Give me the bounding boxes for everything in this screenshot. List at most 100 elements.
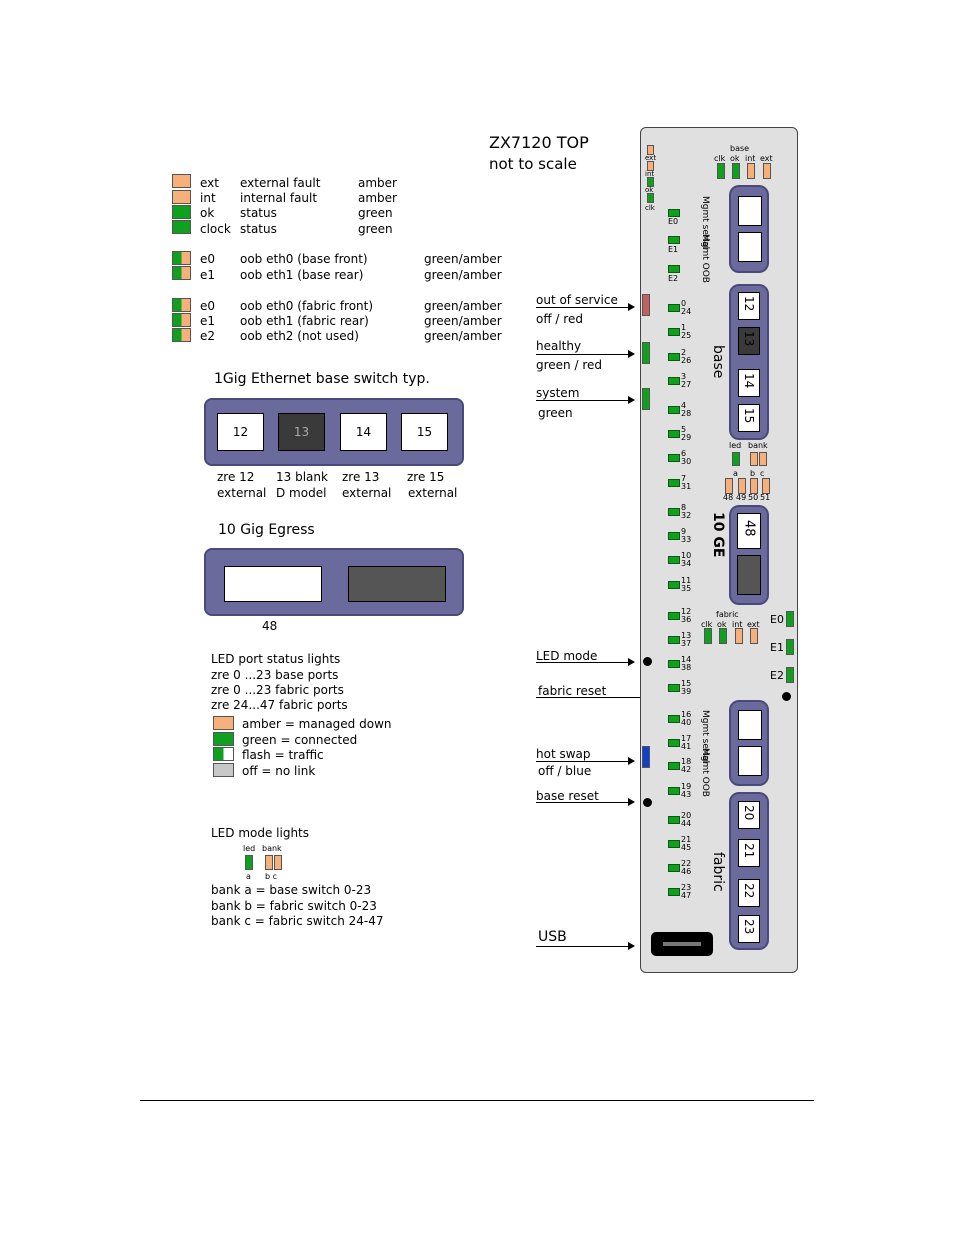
fabric-eth-e0	[786, 611, 794, 627]
bank-led-c	[759, 452, 767, 466]
port-led-0	[668, 304, 680, 312]
callout-arrow	[536, 354, 628, 355]
status-led-ext	[647, 145, 654, 155]
legend-color: amber	[358, 176, 397, 190]
legend-color: green/amber	[424, 314, 502, 328]
bank-led-b	[750, 452, 758, 466]
legend-color: green	[358, 222, 393, 236]
port-led-16	[668, 715, 680, 723]
ten-ge-block: 48	[729, 505, 769, 605]
bank-label: bank	[748, 441, 768, 450]
arrow-head	[628, 798, 635, 806]
led-mode-b-light	[265, 855, 273, 870]
callout-sub: off / blue	[538, 764, 592, 778]
callout-arrow	[536, 307, 628, 308]
port-led-number: 0	[681, 299, 687, 308]
swatch-green	[213, 732, 234, 746]
bank-sub: c	[760, 469, 765, 478]
ten-ge-label: 10 GE	[710, 512, 726, 558]
legend-code: int	[200, 191, 216, 205]
port-led-21	[668, 840, 680, 848]
egress-port-label: 48	[262, 619, 278, 633]
port-led-number: 35	[681, 584, 692, 593]
status-led-clk	[647, 193, 654, 203]
legend-desc: status	[240, 206, 277, 220]
port-status-line: zre 0 ...23 base ports	[211, 668, 339, 682]
led-48	[725, 478, 733, 494]
diagram-title: ZX7120 TOP	[489, 133, 589, 152]
callout-label: fabric reset	[538, 684, 607, 698]
legend-desc: external fault	[240, 176, 321, 190]
fabric-led-label: clk	[701, 620, 713, 629]
eth-led-label: E2	[668, 274, 679, 283]
bank-led-a	[732, 452, 740, 466]
fabric-eth-label: E2	[770, 669, 784, 682]
base-section-label: base	[710, 345, 726, 379]
port-led-7	[668, 479, 680, 487]
status-led-label: clk	[645, 204, 655, 212]
port-led-number: 27	[681, 380, 692, 389]
led-mode-button[interactable]	[643, 657, 652, 666]
port-led-number: 14	[681, 655, 692, 664]
led-mode-a-light	[245, 855, 253, 870]
port-led-18	[668, 762, 680, 770]
port-led-number: 13	[681, 631, 692, 640]
rj45-port-12: 12	[217, 413, 264, 451]
led-49	[738, 478, 746, 494]
port-led-22	[668, 864, 680, 872]
mgmt-oob-port	[738, 232, 762, 262]
swatch-amber	[213, 716, 234, 730]
fabric-eth-label: E1	[770, 641, 784, 654]
gig-section-title: 1Gig Ethernet base switch typ.	[214, 371, 430, 387]
mgmt-port-block-lower	[729, 700, 769, 786]
legend-color: green/amber	[424, 329, 502, 343]
fabric-header: fabric	[716, 610, 739, 619]
led-mode-label: a	[246, 872, 251, 881]
port-led-number: 12	[681, 607, 692, 616]
legend-code: ext	[200, 176, 219, 190]
base-reset-button[interactable]	[643, 798, 652, 807]
gig-caption: external	[342, 486, 392, 500]
port-led-number: 2	[681, 348, 687, 357]
egress-panel	[204, 548, 464, 616]
port-led-number: 18	[681, 757, 692, 766]
port-led-number: 43	[681, 790, 692, 799]
fabric-led-clk	[704, 628, 712, 644]
egress-port-white	[224, 566, 322, 602]
mgmt-serial-port	[738, 196, 762, 226]
port-led-number: 30	[681, 457, 692, 466]
callout-label: healthy	[536, 339, 582, 353]
port-led-14	[668, 660, 680, 668]
usb-port[interactable]	[651, 932, 713, 956]
bank-sub: a	[733, 469, 738, 478]
gig-port-panel: 12 13 14 15	[204, 398, 464, 466]
swatch-off	[213, 763, 234, 777]
led-num: 50	[748, 493, 759, 502]
callout-label: base reset	[536, 789, 599, 803]
legend-desc: oob eth2 (not used)	[240, 329, 359, 343]
mgmt-oob-label: Mgmt OOB	[700, 748, 710, 797]
arrow-head	[628, 942, 635, 950]
port-led-13	[668, 636, 680, 644]
fabric-section-label: fabric	[710, 852, 726, 892]
port-status-title: LED port status lights	[211, 652, 341, 666]
port-led-number: 8	[681, 503, 687, 512]
port-led-number: 39	[681, 687, 692, 696]
port-led-number: 40	[681, 718, 692, 727]
legend-swatch-clock	[172, 220, 191, 234]
led-mode-line: bank a = base switch 0-23	[211, 883, 372, 897]
fabric-led-ok	[719, 628, 727, 644]
status-led-label: ok	[645, 186, 654, 194]
port-led-9	[668, 532, 680, 540]
bank-label: led	[729, 441, 742, 450]
swatch-label: off = no link	[242, 764, 316, 778]
base-port-13: 13	[738, 327, 760, 355]
base-port-block: 12 13 14 15	[729, 284, 769, 440]
led-mode-title: LED mode lights	[211, 826, 310, 840]
fabric-led-label: int	[732, 620, 743, 629]
arrow-head	[628, 658, 635, 666]
base-led-label: ext	[760, 154, 773, 163]
port-led-20	[668, 816, 680, 824]
fabric-reset-button[interactable]	[782, 692, 791, 701]
led-mode-line: bank b = fabric switch 0-23	[211, 899, 377, 913]
